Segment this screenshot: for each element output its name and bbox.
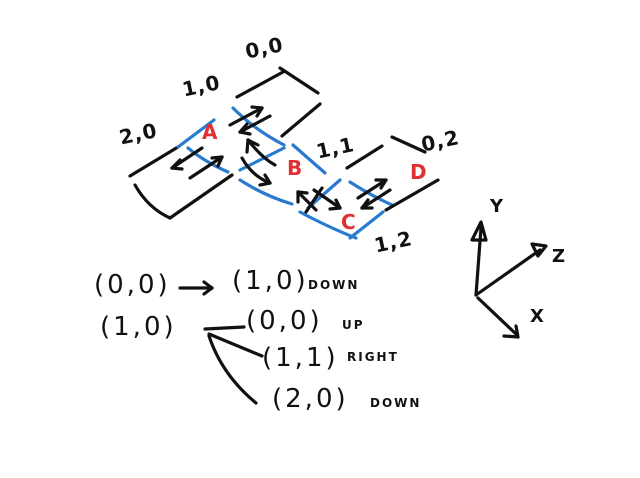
transition-1-from: (0,0) xyxy=(94,270,171,300)
transition-2-direction-down: DOWN xyxy=(370,396,422,410)
axis-label-y: Y xyxy=(490,196,505,217)
cell-label-b: B xyxy=(287,156,304,180)
branch-lines xyxy=(203,325,264,405)
cell-label-d: D xyxy=(410,160,428,184)
transition-1-to: (1,0) xyxy=(232,266,309,296)
transition-2-direction-right: RIGHT xyxy=(347,350,399,364)
arrows-b xyxy=(240,138,277,187)
transition-2-from: (1,0) xyxy=(100,312,177,342)
axis-label-z: Z xyxy=(552,246,567,267)
cell-label-c: C xyxy=(341,210,357,234)
cell-label-a: A xyxy=(202,120,219,144)
arrows-0-0-to-1-0 xyxy=(228,105,272,136)
cell-a-highlight xyxy=(176,118,230,174)
arrows-b-to-c xyxy=(296,186,342,214)
transition-2-target-up: (0,0) xyxy=(246,306,323,336)
transition-2-target-down: (2,0) xyxy=(272,384,349,414)
axis-label-x: X xyxy=(530,306,545,327)
cell-0-2-outline xyxy=(345,135,440,212)
arrows-a xyxy=(170,146,224,180)
cell-2-0-outline xyxy=(128,145,234,220)
cell-0-0-outline xyxy=(235,66,322,138)
transition-arrow xyxy=(178,280,214,296)
arrows-c-to-d xyxy=(356,178,392,210)
cell-b-highlight xyxy=(231,106,327,206)
transition-1-direction: DOWN xyxy=(308,278,360,292)
transition-2-target-right: (1,1) xyxy=(262,343,339,373)
transition-2-direction-up: UP xyxy=(342,318,365,332)
axes-gizmo xyxy=(470,220,548,339)
